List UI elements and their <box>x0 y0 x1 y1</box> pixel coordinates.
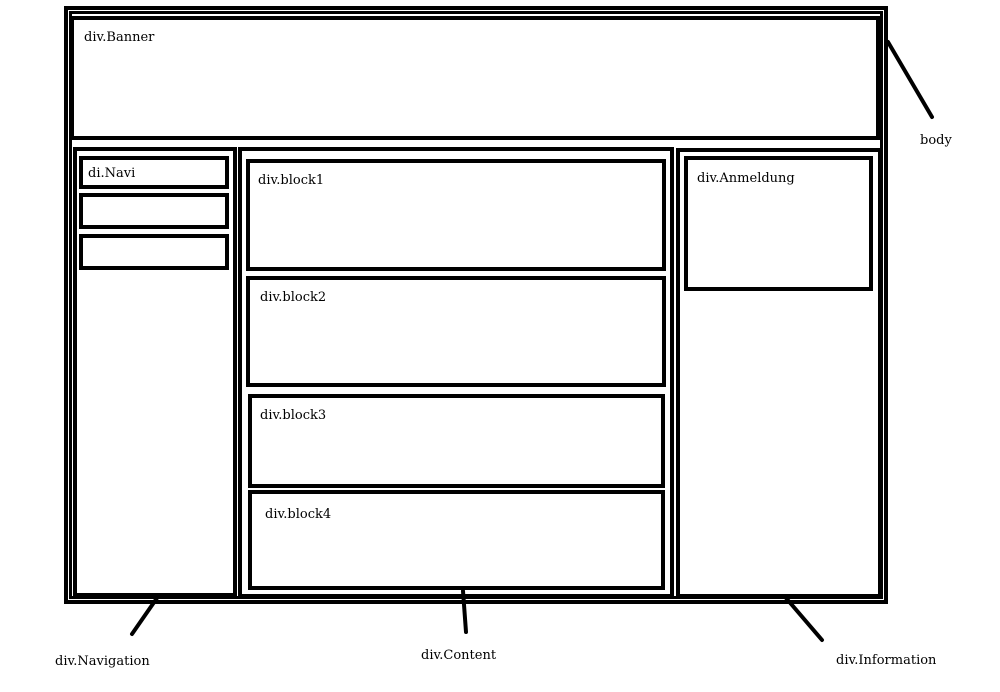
content-block-3 <box>248 394 665 488</box>
information-label: div.Information <box>836 653 937 668</box>
content-block-2-label: div.block2 <box>260 290 327 305</box>
content-pointer <box>461 589 468 634</box>
information-box <box>676 148 882 598</box>
body-label: body <box>920 133 952 148</box>
navigation-label: div.Navigation <box>55 654 150 669</box>
banner-box <box>70 16 880 140</box>
nav-item-1-label: di.Navi <box>88 166 136 181</box>
body-pointer <box>886 40 934 119</box>
nav-item-2 <box>79 193 229 229</box>
content-block-1-label: div.block1 <box>258 173 325 188</box>
banner-label: div.Banner <box>84 30 155 45</box>
content-block-1 <box>246 159 666 271</box>
information-pointer <box>784 596 824 642</box>
content-block-4 <box>248 490 665 590</box>
content-label: div.Content <box>421 648 497 663</box>
content-box <box>238 147 674 598</box>
content-block-2 <box>246 276 666 387</box>
login-box <box>684 156 873 291</box>
navigation-pointer <box>130 596 159 636</box>
navigation-box <box>73 147 237 597</box>
nav-item-1 <box>79 156 229 189</box>
nav-item-3 <box>79 234 229 270</box>
content-block-4-label: div.block4 <box>265 507 332 522</box>
login-label: div.Anmeldung <box>697 171 795 186</box>
content-block-3-label: div.block3 <box>260 408 327 423</box>
body-box-outer <box>64 6 888 604</box>
